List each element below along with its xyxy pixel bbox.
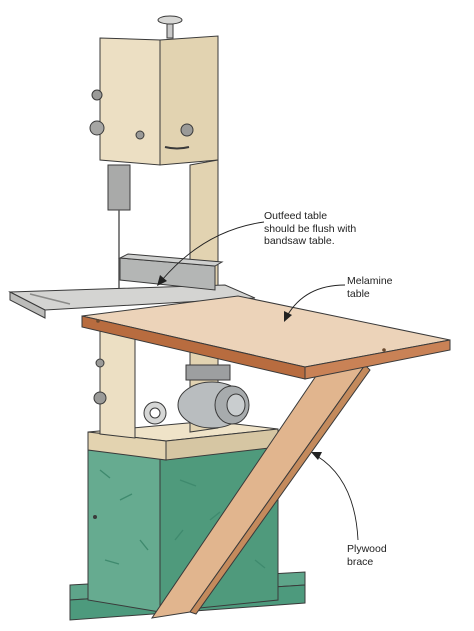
melamine-table-label: Melamine table <box>347 275 393 300</box>
lower-knob-1 <box>95 358 105 368</box>
rip-fence-top <box>118 253 224 267</box>
adjust-wheel <box>89 120 105 136</box>
plywood-brace-edge <box>189 364 371 615</box>
lower-wheel-housing <box>99 321 136 439</box>
tracking-knob <box>91 89 103 101</box>
melamine-leader <box>286 284 346 317</box>
dust-port-hole <box>149 407 161 419</box>
front-slot <box>164 146 190 150</box>
lower-knob-2 <box>93 391 107 405</box>
outfeed-leader <box>161 221 265 281</box>
upper-housing-side <box>159 35 219 166</box>
plywood-brace-label: Plywood brace <box>347 543 387 568</box>
front-knob-right <box>180 123 194 137</box>
plywood-arrowhead <box>311 452 322 460</box>
cabinet-door-latch <box>93 515 97 519</box>
motor-face <box>226 393 246 417</box>
motor-mount <box>185 364 231 381</box>
melamine-table-side-edge <box>304 339 451 380</box>
miter-slot <box>29 293 71 305</box>
outfeed-table-label: Outfeed table should be flush with bands… <box>264 210 357 247</box>
tension-knob <box>157 15 183 25</box>
screw-hole-2 <box>382 348 386 352</box>
blade-guard <box>107 164 131 211</box>
outfeed-arrowhead <box>157 275 167 286</box>
cabinet-front <box>87 447 161 613</box>
front-knob-left <box>135 130 145 140</box>
motor <box>143 364 250 429</box>
upper-wheel-housing <box>99 37 161 166</box>
melamine-arrowhead <box>284 311 292 322</box>
melamine-table-group <box>81 295 451 380</box>
tension-knob-stem <box>166 23 174 39</box>
bandsaw-frame <box>89 15 219 439</box>
plywood-brace-group <box>150 364 371 619</box>
screw-hole-1 <box>96 319 100 323</box>
leader-lines <box>157 221 359 541</box>
bandsaw-table-edge <box>9 291 46 319</box>
plywood-leader <box>316 455 359 541</box>
